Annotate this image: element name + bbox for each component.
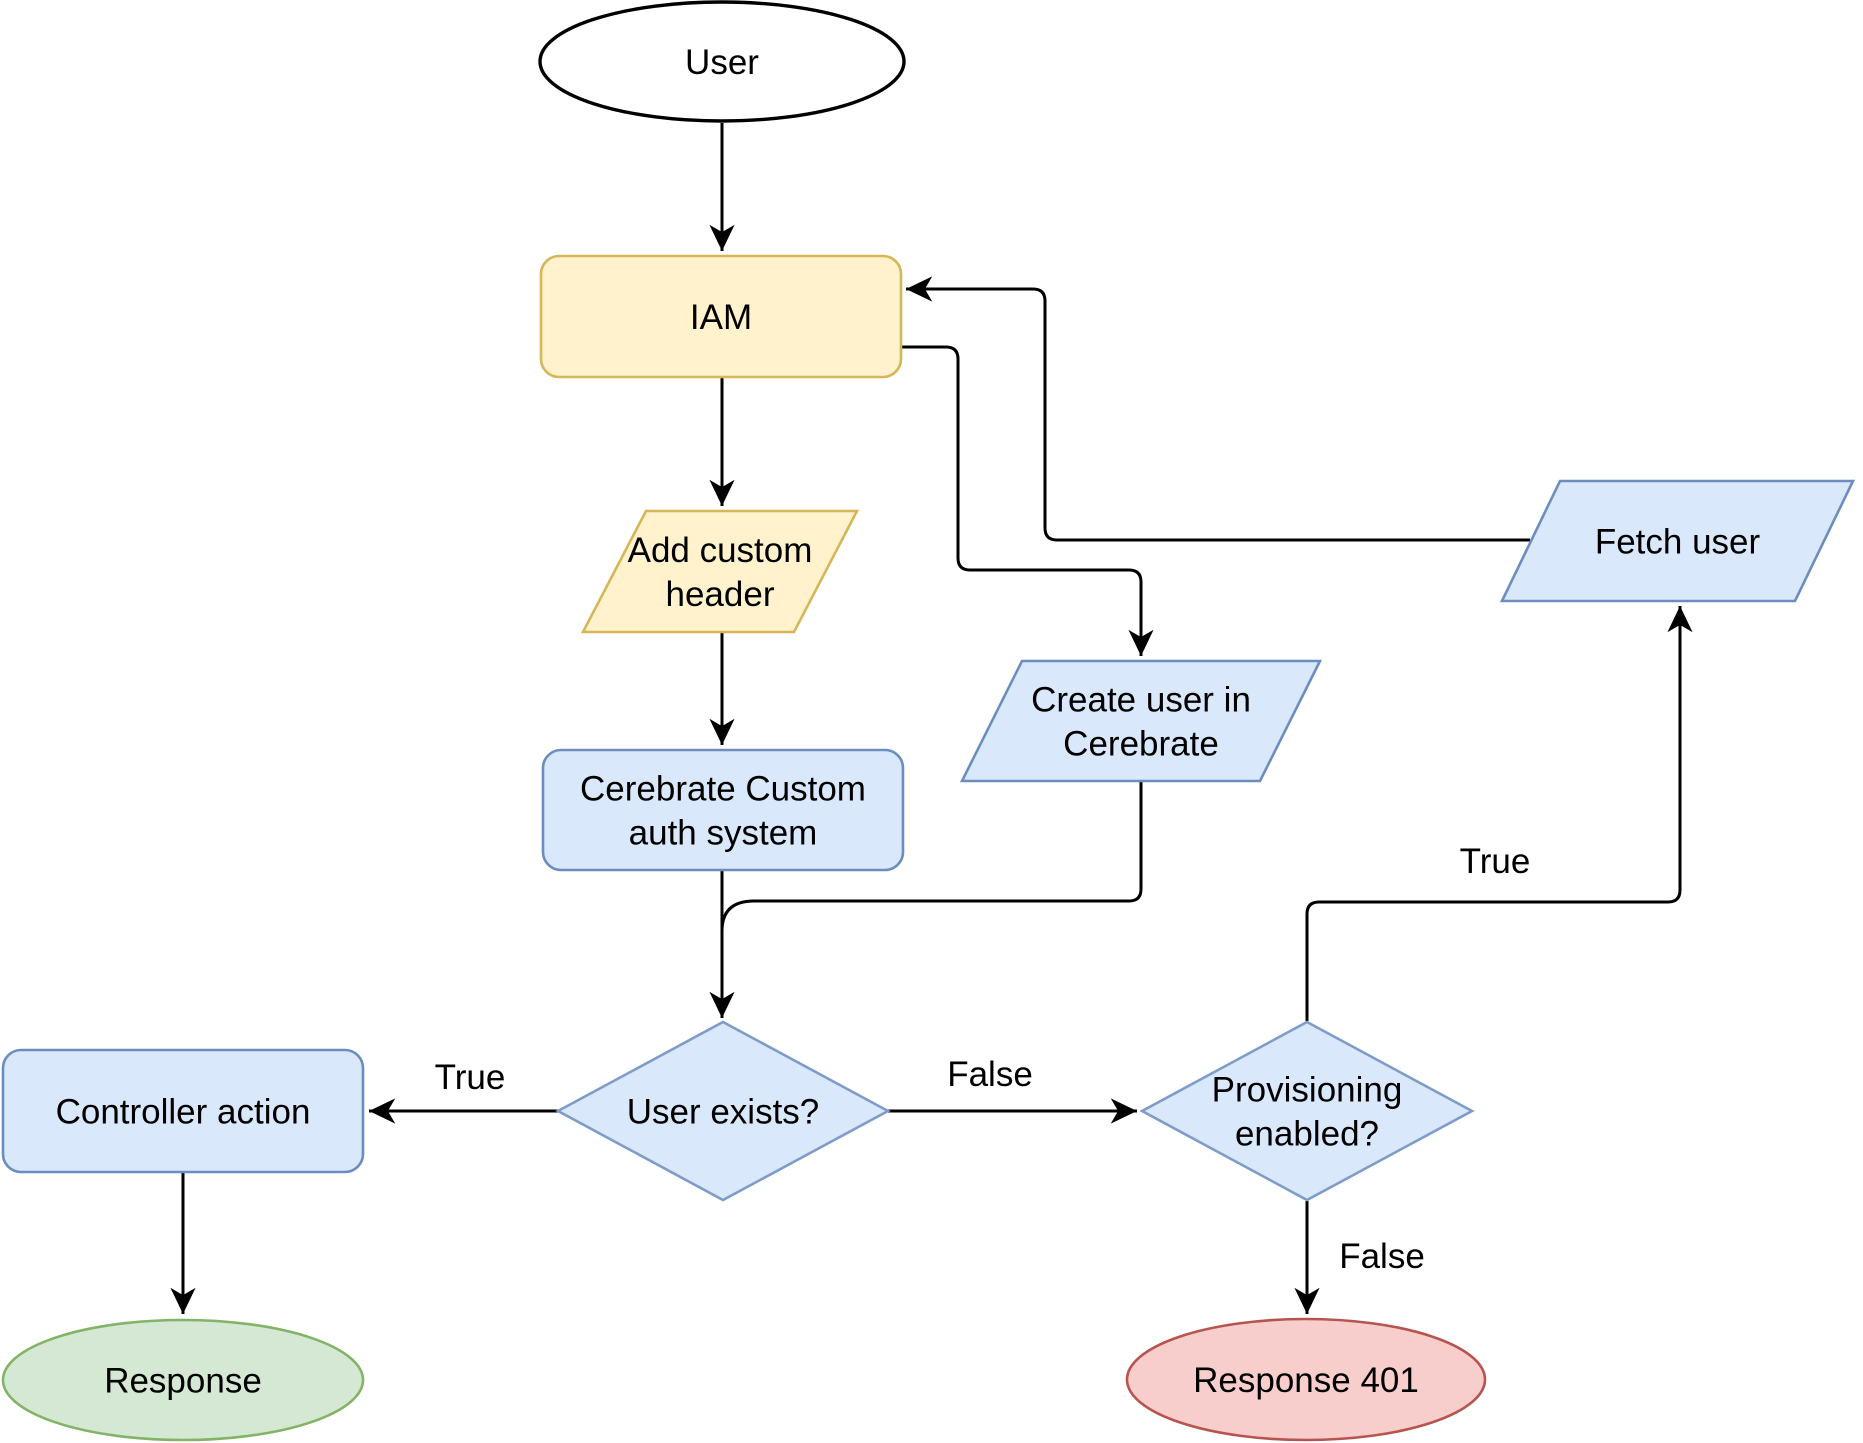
node-user-exists-shape [555,1020,891,1202]
edge-create-user-to-merge [720,782,1143,932]
node-response-401-shape [1125,1317,1487,1442]
edges-layer [170,123,1693,1314]
edge-iam-to-create-user [902,345,1154,656]
node-fetch-user-label: Fetch user [1595,523,1761,562]
edge-label-provisioning-false-to-response-401: False [1339,1237,1425,1276]
node-user-label: User [685,43,759,82]
node-response-label: Response [104,1362,262,1401]
node-controller-action-shape [1,1048,365,1174]
node-response-401-label: Response 401 [1193,1361,1419,1400]
node-cerebrate-custom-auth-system-shape [541,748,905,872]
node-iam-label: IAM [690,298,752,337]
node-user-shape [538,0,906,123]
node-user-exists-label: User exists? [627,1093,820,1132]
edge-label-user-exists-true-to-controller: True [435,1058,506,1097]
node-create-user-in-cerebrate-shape [959,659,1323,783]
edge-label-user-exists-false-to-provisioning: False [947,1055,1033,1094]
edge-fetch-user-to-iam [906,276,1530,542]
node-controller-action-label: Controller action [56,1093,311,1132]
node-fetch-user-shape [1499,479,1856,603]
node-iam-shape [539,254,903,379]
node-provisioning-enabled-shape [1139,1020,1475,1202]
edge-label-provisioning-true-to-fetch-user: True [1460,842,1531,881]
edge-provisioning-true-to-fetch-user [1305,606,1693,1021]
node-response-shape [1,1318,365,1442]
node-add-custom-header-shape [580,509,860,634]
